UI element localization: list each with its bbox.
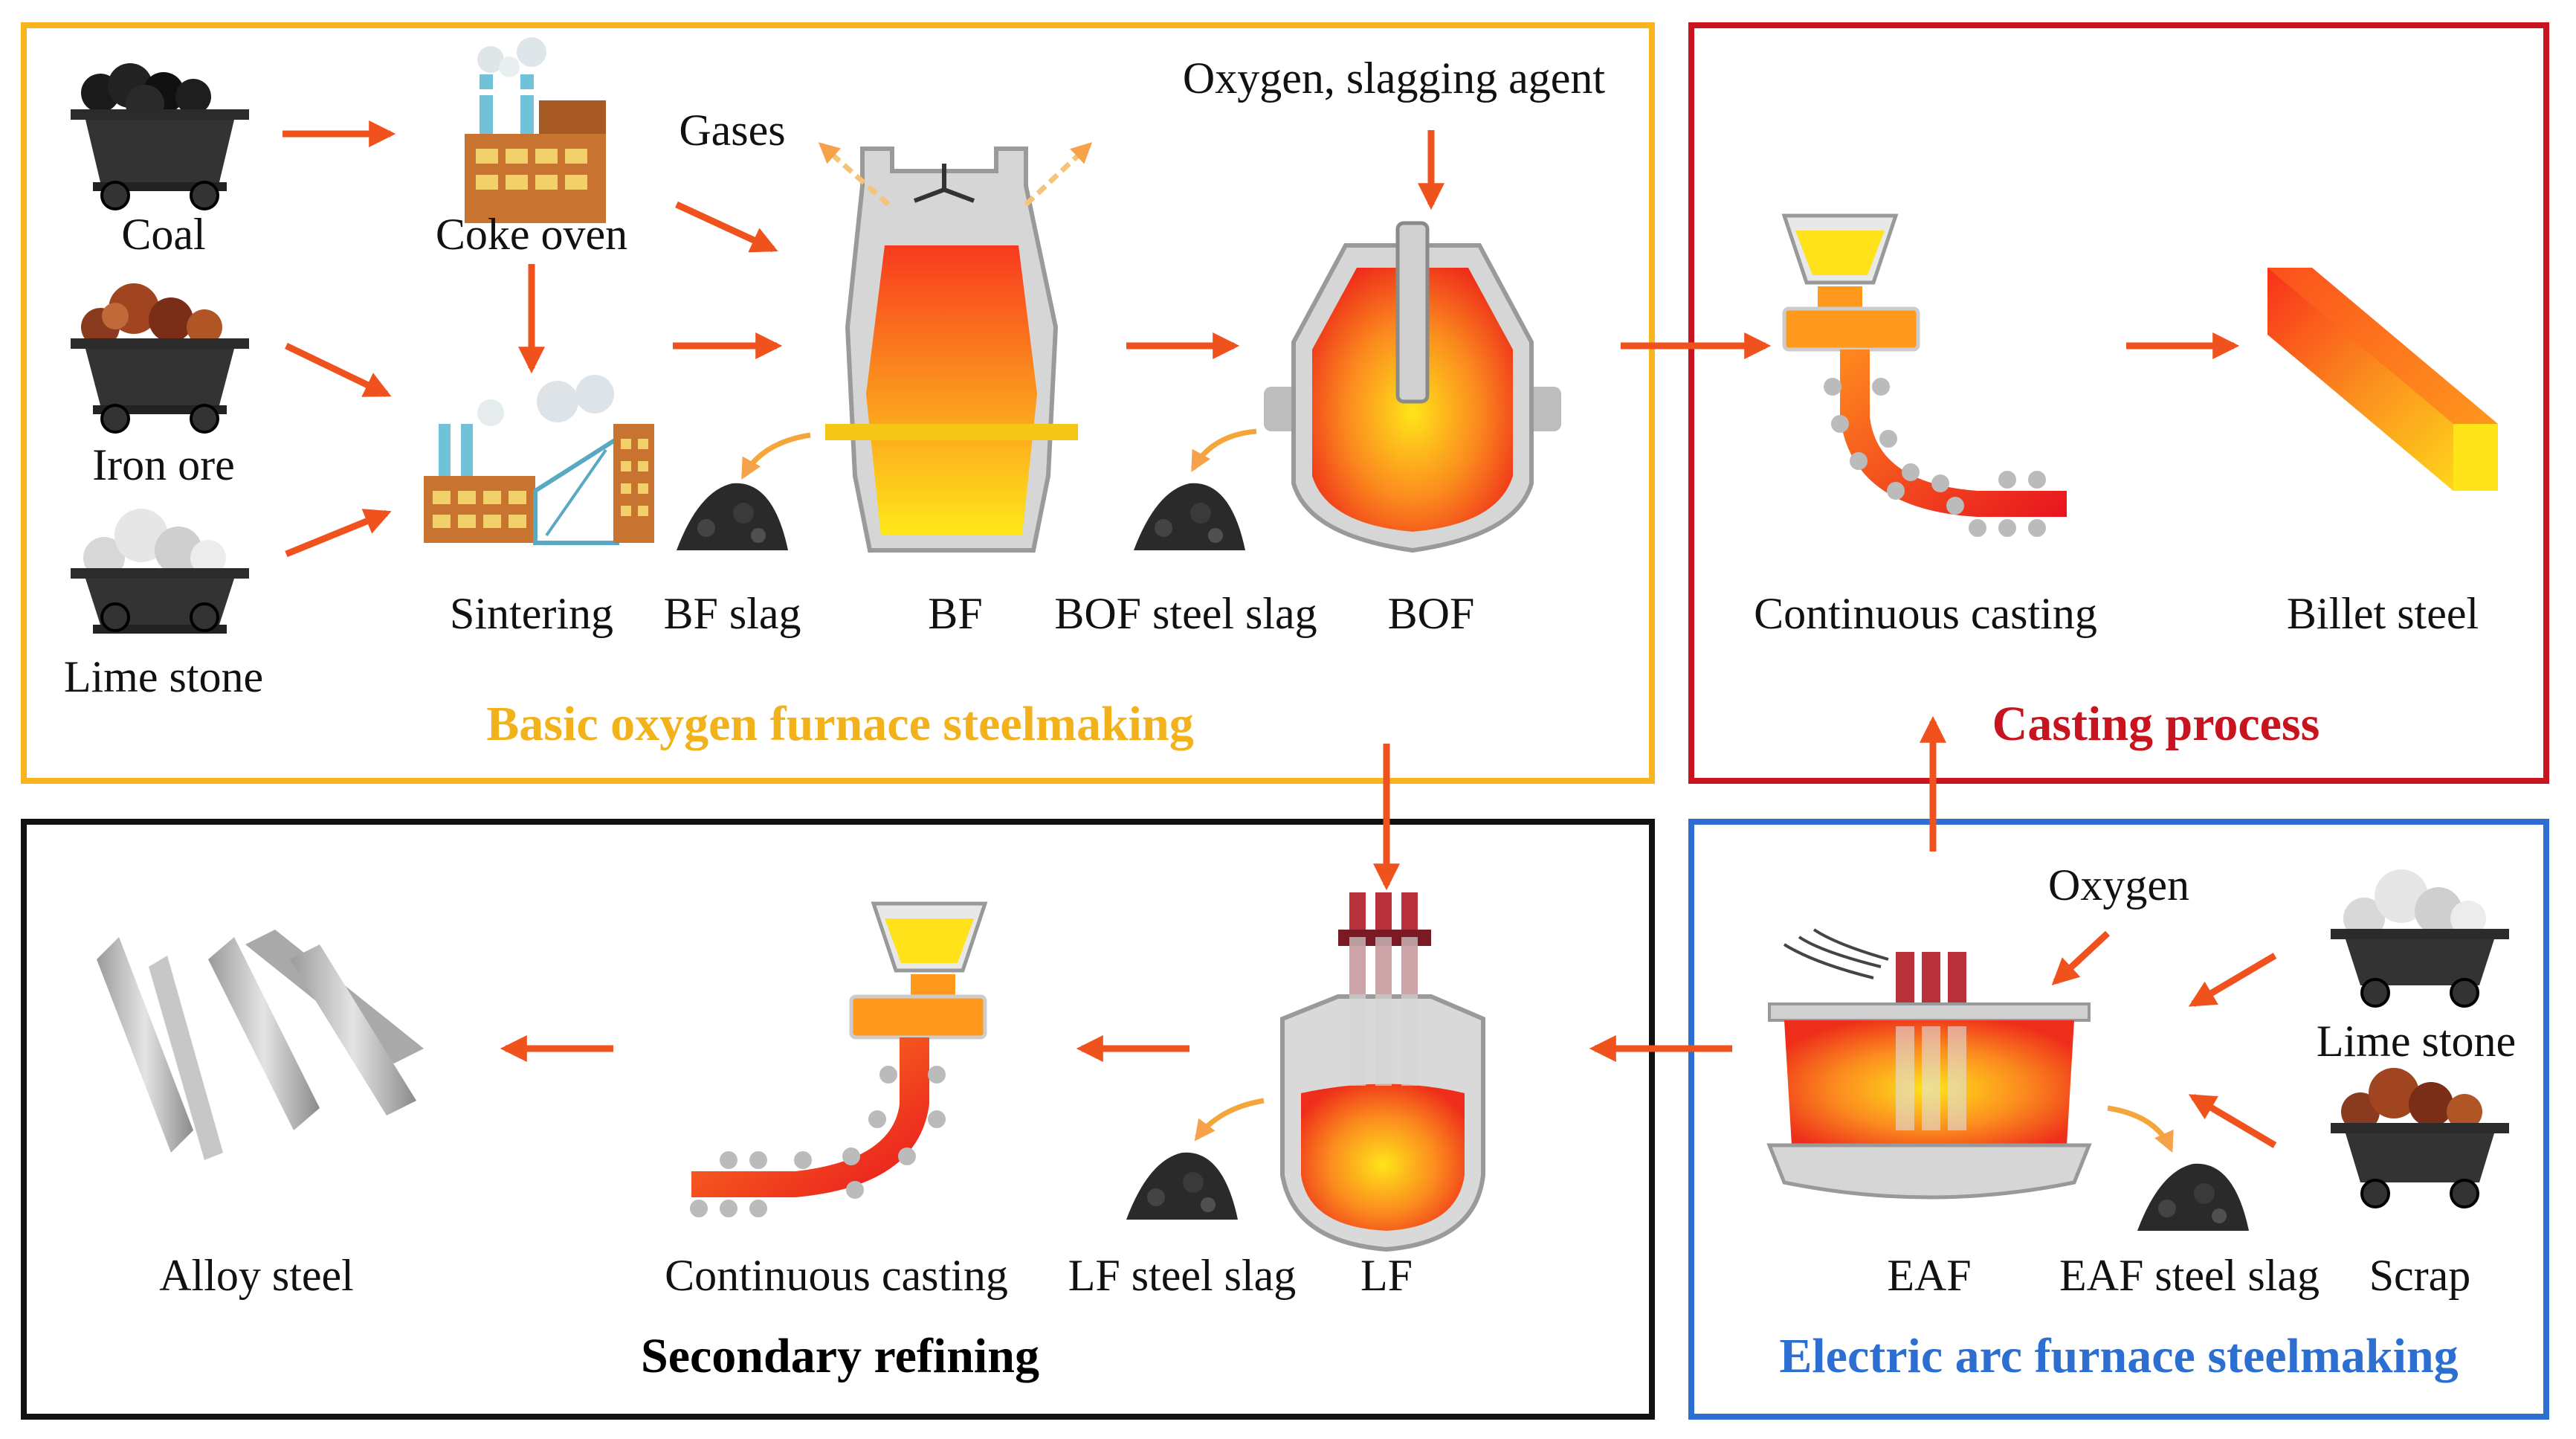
coal-cart-icon: [71, 63, 249, 210]
eaf-section-border: [1688, 819, 2549, 1420]
arrow-lime-stone-to-eaf: [2188, 953, 2277, 1007]
lime-stone-cart-icon: [2331, 869, 2509, 1008]
label-gases: Gases: [679, 106, 785, 155]
slag-arrows: [740, 428, 2174, 1153]
slag-pile-icon: [2137, 1163, 2249, 1231]
label-oxygen-slagging-agent: Oxygen, slagging agent: [1183, 54, 1606, 103]
label-lime-stone-eaf: Lime stone: [2317, 1017, 2516, 1066]
alloy-steel-bars-icon: [97, 930, 424, 1160]
section-title-casting: Casting process: [1992, 697, 2320, 751]
bof-section-border: [21, 22, 1655, 784]
section-title-eaf: Electric arc furnace steelmaking: [1779, 1329, 2458, 1383]
label-lf-steel-slag: LF steel slag: [1068, 1251, 1297, 1300]
label-oxygen: Oxygen: [2048, 860, 2189, 910]
label-bof: BOF: [1388, 589, 1475, 638]
label-continuous-casting-bottom: Continuous casting: [665, 1251, 1008, 1300]
sintering-plant-icon: [424, 375, 654, 545]
slag-pile-icon: [677, 483, 788, 550]
billet-icon: [2267, 268, 2498, 491]
coke-oven-factory-icon: [465, 37, 606, 223]
arrow-bof-to-slag: [1190, 428, 1257, 472]
arrow-lime-stone-to-sintering: [285, 509, 392, 558]
label-eaf: EAF: [1887, 1251, 1971, 1300]
slag-pile-icon: [1126, 1152, 1238, 1220]
section-title-bof: Basic oxygen furnace steelmaking: [486, 697, 1193, 751]
label-coke-oven: Coke oven: [436, 210, 627, 259]
label-scrap: Scrap: [2369, 1251, 2471, 1300]
slag-pile-icon: [1134, 483, 1245, 550]
label-bof-steel-slag: BOF steel slag: [1054, 589, 1317, 638]
label-bf: BF: [928, 589, 982, 638]
arrow-oxygen-to-eaf: [2051, 930, 2111, 985]
arrow-lf-to-slag: [1194, 1098, 1265, 1142]
continuous-caster-icon: [690, 901, 988, 1217]
label-bf-slag: BF slag: [663, 589, 801, 638]
label-lime-stone: Lime stone: [64, 652, 263, 701]
arrow-scrap-to-eaf: [2188, 1094, 2277, 1148]
continuous-caster-icon: [1781, 213, 2067, 537]
label-sintering: Sintering: [450, 589, 613, 638]
iron-ore-cart-icon: [71, 283, 249, 434]
lime-stone-cart-icon: [71, 509, 249, 634]
arrow-eaf-to-slag: [2107, 1105, 2174, 1153]
flow-arrows: [283, 120, 2277, 1148]
label-iron-ore: Iron ore: [92, 440, 235, 489]
arrow-coke-oven-to-bf: [675, 201, 778, 253]
secondary-section-border: [21, 819, 1655, 1420]
arrow-gas-left: [818, 142, 891, 207]
label-continuous-casting-top: Continuous casting: [1754, 589, 2097, 638]
scrap-cart-icon: [2331, 1068, 2509, 1208]
bof-converter-icon: [1264, 221, 1561, 553]
section-title-secondary: Secondary refining: [641, 1329, 1039, 1383]
casting-section-border: [1688, 22, 2549, 784]
label-alloy-steel: Alloy steel: [159, 1251, 354, 1300]
blast-furnace-icon: [825, 147, 1078, 553]
arrow-bf-to-slag: [740, 432, 811, 480]
electric-arc-furnace-icon: [1766, 928, 2092, 1200]
arrow-gas-right: [1024, 142, 1093, 207]
gas-arrows: [818, 142, 1093, 207]
label-coal: Coal: [121, 210, 205, 259]
label-lf: LF: [1360, 1251, 1413, 1300]
arrow-iron-ore-to-sintering: [285, 342, 392, 398]
ladle-furnace-icon: [1280, 892, 1485, 1252]
label-eaf-steel-slag: EAF steel slag: [2059, 1251, 2320, 1300]
label-billet-steel: Billet steel: [2287, 589, 2479, 638]
